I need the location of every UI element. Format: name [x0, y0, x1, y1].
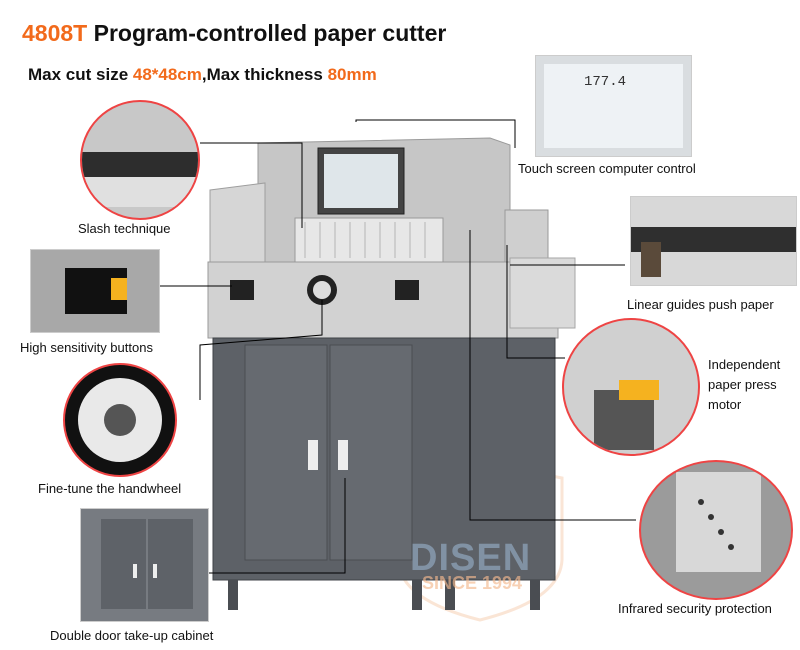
infrared-detail-image [639, 460, 793, 600]
slash-detail-image [80, 100, 200, 220]
spec-prefix: Max cut size [28, 65, 133, 84]
label-buttons: High sensitivity buttons [20, 340, 153, 355]
buttons-detail-image [30, 249, 160, 333]
handwheel-detail-image [63, 363, 177, 477]
label-cabinet: Double door take-up cabinet [50, 628, 214, 643]
title-text: Program-controlled paper cutter [93, 20, 447, 46]
cabinet-detail-image [80, 508, 209, 622]
model-number: 4808T [22, 20, 88, 46]
label-linear-guides: Linear guides push paper [627, 297, 774, 312]
label-motor: Independent paper press motor [708, 357, 781, 413]
spec-mid: ,Max thickness [201, 65, 328, 84]
linear-guides-detail-image [630, 196, 797, 286]
watermark-since: SINCE 1994 [422, 573, 523, 593]
label-slash: Slash technique [78, 221, 171, 236]
touchscreen-detail-image: 177.4 [535, 55, 692, 157]
screen-value: 177.4 [584, 74, 627, 90]
label-touch-screen: Touch screen computer control [518, 161, 696, 176]
label-handwheel: Fine-tune the handwheel [38, 481, 182, 496]
spec-thickness: 80mm [327, 65, 377, 84]
spec-size: 48*48cm [132, 65, 202, 84]
spec-line: Max cut size 48*48cm,Max thickness 80mm [28, 65, 377, 85]
page-title: 4808T Program-controlled paper cutter [22, 20, 446, 47]
watermark-brand: DISEN [410, 537, 532, 579]
motor-detail-image [562, 318, 700, 456]
label-infrared: Infrared security protection [618, 601, 772, 616]
